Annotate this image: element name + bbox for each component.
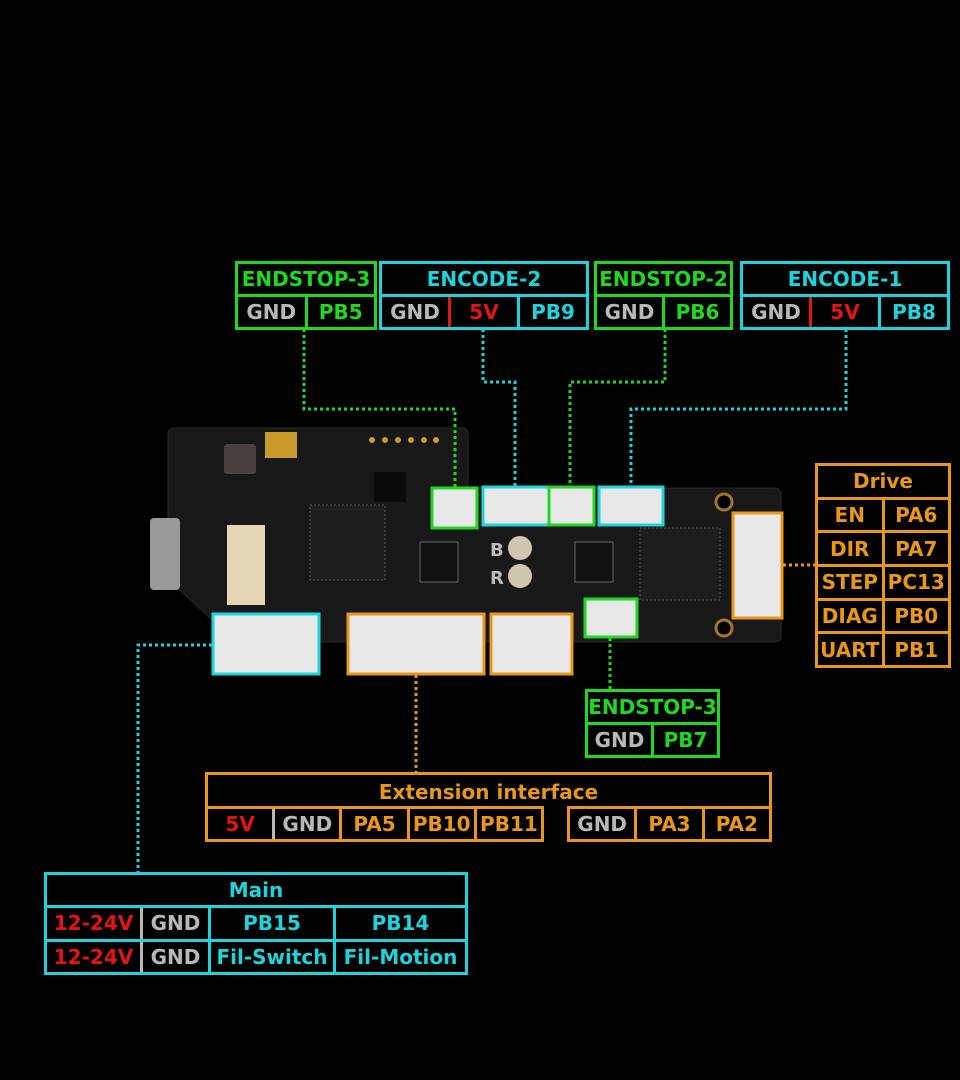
endstop3-top-table: ENDSTOP-3 GND PB5: [235, 261, 377, 330]
pin-signal: PB6: [662, 297, 730, 327]
pin-name: STEP: [821, 570, 878, 595]
pin-name: EN: [834, 503, 865, 527]
pin-signal: PB14: [333, 908, 465, 939]
pin-signal: PA3: [634, 809, 701, 839]
endstop3-connector: [430, 486, 479, 530]
pin-gnd: GND: [140, 941, 208, 972]
connectors: [211, 485, 784, 676]
pin-gnd: GND: [594, 728, 645, 752]
pin-gnd: GND: [272, 809, 339, 839]
driver-chip: [639, 527, 721, 601]
pin-gnd: GND: [604, 300, 655, 324]
pin-name: UART: [820, 637, 880, 662]
pin-signal: PB15: [208, 908, 333, 939]
pin-name: DIR: [830, 536, 870, 561]
table-title: Main: [228, 878, 284, 903]
pin-power: 12-24V: [53, 911, 134, 936]
pin-signal: PB11: [473, 809, 541, 839]
pin-signal: PB1: [881, 634, 949, 666]
pin-signal: PB10: [406, 809, 474, 839]
encode1-connector: [597, 485, 665, 527]
pcb-board: B R: [150, 427, 782, 643]
pin-5v: 5V: [809, 297, 878, 327]
button-left: [419, 541, 459, 583]
table-title: ENCODE-2: [426, 267, 542, 291]
extension-connector-a: [346, 612, 486, 676]
extension-connector-b: [489, 612, 574, 676]
pin-function: Fil-Motion: [333, 941, 465, 972]
button-label-b: B: [490, 540, 504, 561]
pin-5v: 5V: [448, 297, 517, 327]
pin-power: 12-24V: [53, 944, 134, 969]
button-right: [574, 541, 614, 583]
leader-lines: [136, 329, 848, 872]
table-title: ENCODE-1: [787, 267, 903, 291]
endstop3b-connector: [583, 597, 639, 639]
table-title: ENDSTOP-3: [588, 695, 717, 719]
pin-5v: 5V: [225, 812, 255, 836]
table-title: Drive: [853, 469, 913, 494]
pin-gnd: GND: [246, 300, 297, 324]
main-connector: [211, 612, 321, 676]
encode2-connector: [481, 485, 553, 527]
pin-gnd: GND: [140, 908, 208, 939]
pin-signal: PC13: [881, 567, 949, 598]
mcu-chip: [309, 504, 386, 581]
pin-signal: PB7: [651, 725, 717, 755]
drive-connector: [731, 511, 784, 620]
pin-signal: PA2: [701, 809, 769, 839]
button-label-r: R: [490, 568, 504, 589]
power-switch: [227, 525, 265, 605]
table-title: ENDSTOP-2: [599, 267, 728, 291]
pin-signal: PB9: [517, 297, 586, 327]
pin-signal: PA5: [339, 809, 406, 839]
extension-title: Extension interface: [205, 772, 772, 809]
table-title: Extension interface: [378, 780, 599, 804]
usb-c-port: [150, 518, 180, 590]
pin-gnd: GND: [390, 300, 440, 324]
pin-function: Fil-Switch: [208, 941, 333, 972]
pin-signal: PB5: [304, 297, 375, 327]
pin-signal: PB0: [881, 600, 949, 632]
table-title: ENDSTOP-3: [241, 267, 371, 291]
endstop2-table: ENDSTOP-2 GND PB6: [594, 261, 733, 330]
pin-gnd: GND: [577, 812, 628, 836]
pin-name: DIAG: [821, 604, 878, 629]
pin-signal: PA6: [881, 499, 949, 531]
pin-signal: PB8: [878, 297, 947, 327]
pin-signal: PA7: [881, 533, 949, 565]
pin-gnd: GND: [751, 300, 801, 324]
endstop2-connector: [547, 485, 596, 527]
